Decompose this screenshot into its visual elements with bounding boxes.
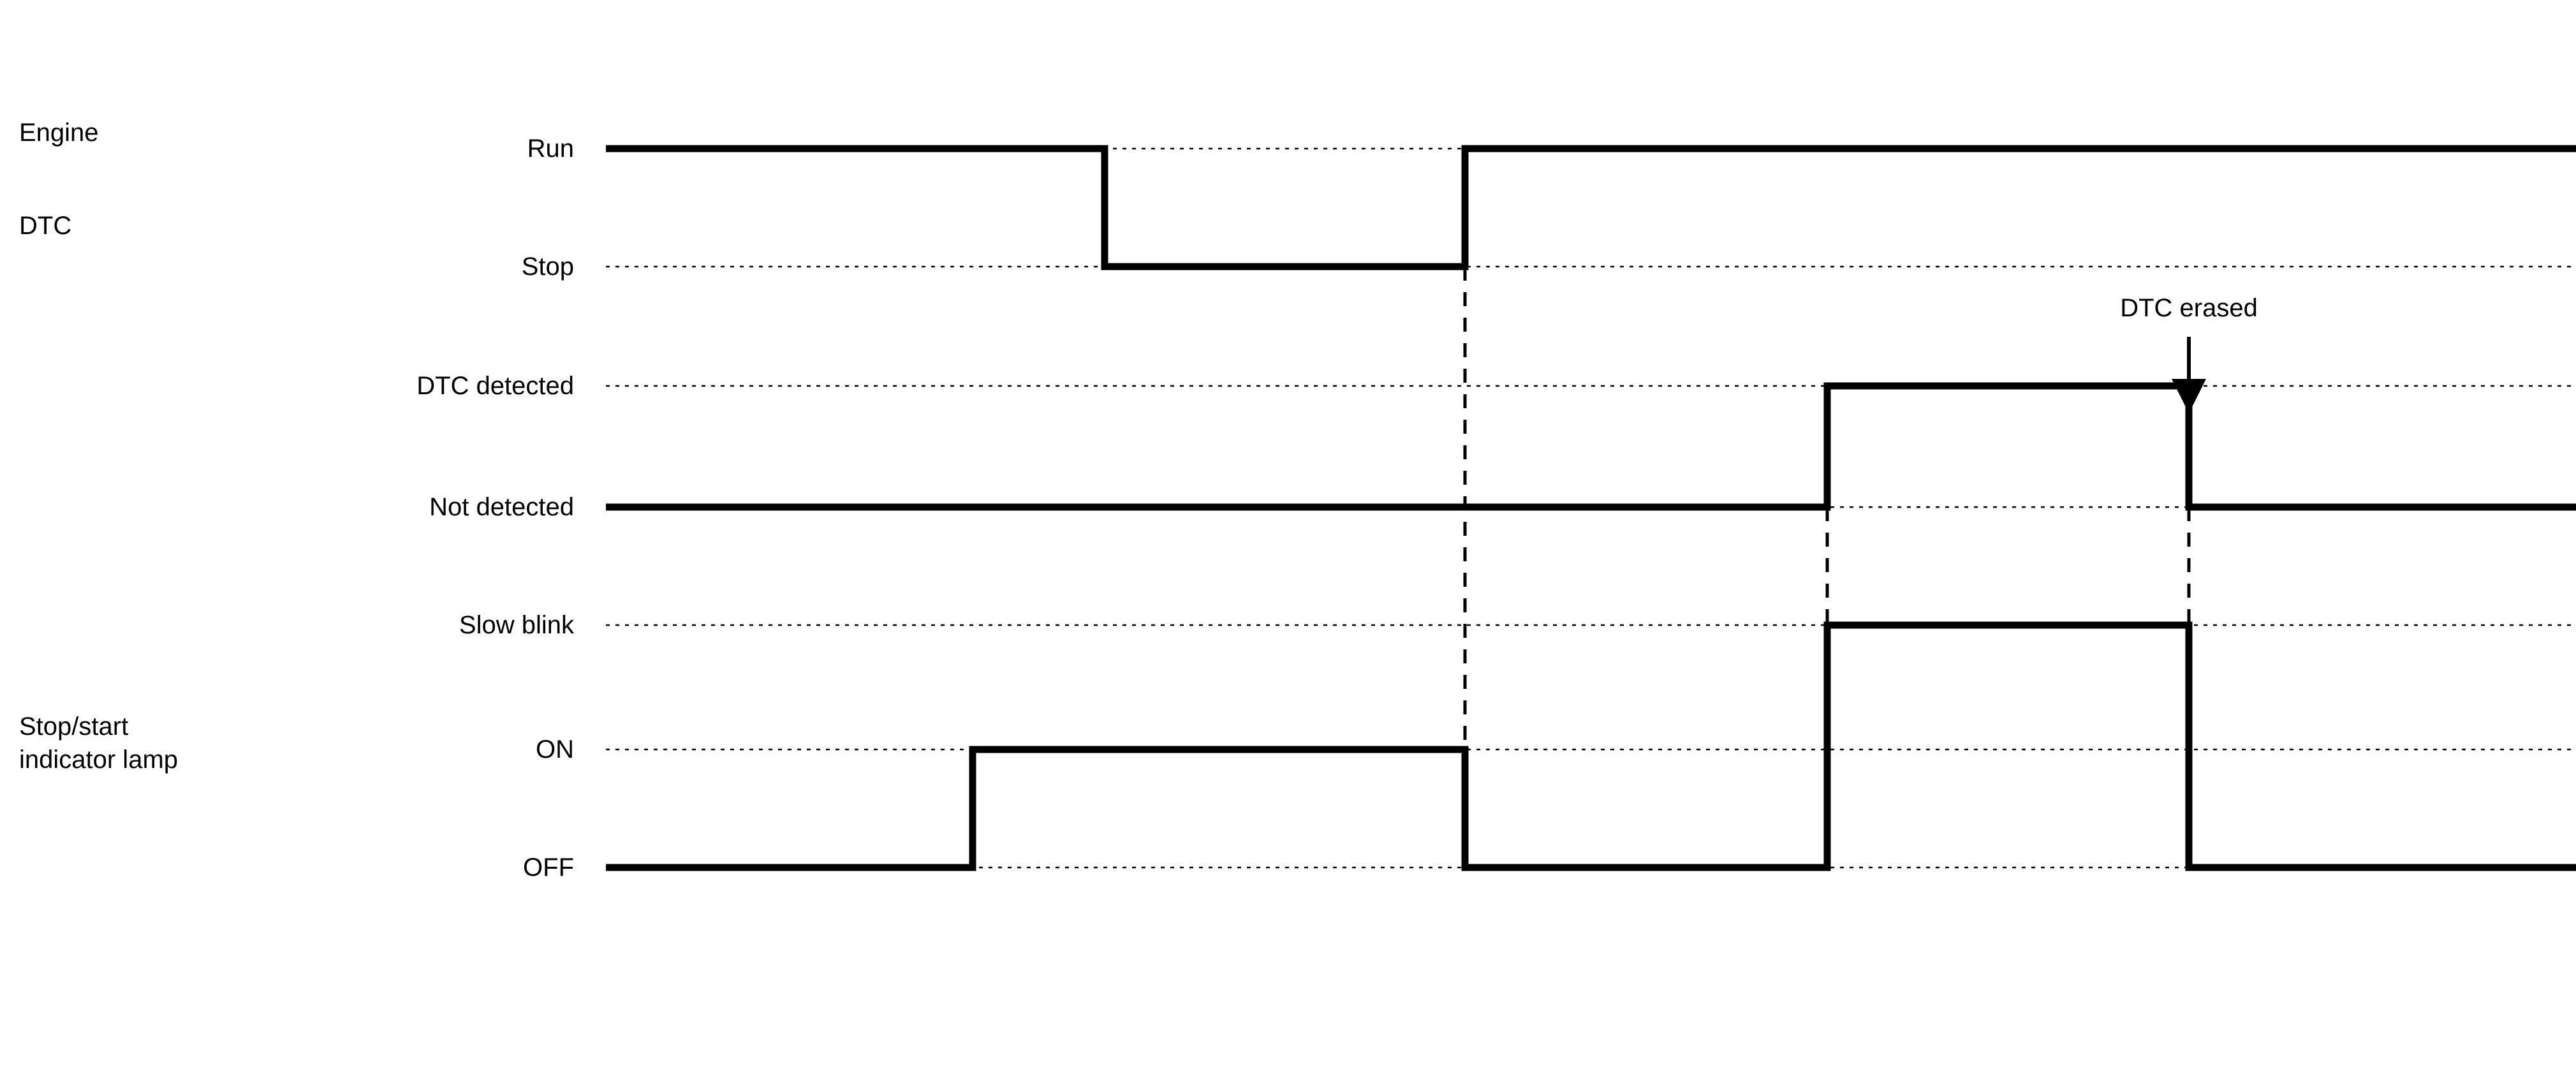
- waveform-dtc: [606, 382, 2576, 511]
- state-label-on: ON: [536, 735, 574, 764]
- annotation-dtc-erased: DTC erased: [2120, 294, 2258, 322]
- group-label-dtc: DTC: [19, 212, 72, 240]
- state-label-stop: Stop: [521, 253, 574, 281]
- state-label-dtc-detected: DTC detected: [416, 372, 574, 400]
- state-label-not-detected: Not detected: [429, 493, 574, 521]
- waveform-engine: [606, 145, 2576, 270]
- state-label-run: Run: [527, 135, 574, 163]
- waveform-indicator-lamp: [606, 621, 2576, 871]
- group-label-stop-start-indicator-lamp: Stop/start indicator lamp: [19, 712, 179, 774]
- group-label-engine: Engine: [19, 119, 99, 147]
- state-label-off: OFF: [523, 853, 574, 882]
- state-label-slow-blink: Slow blink: [459, 611, 574, 639]
